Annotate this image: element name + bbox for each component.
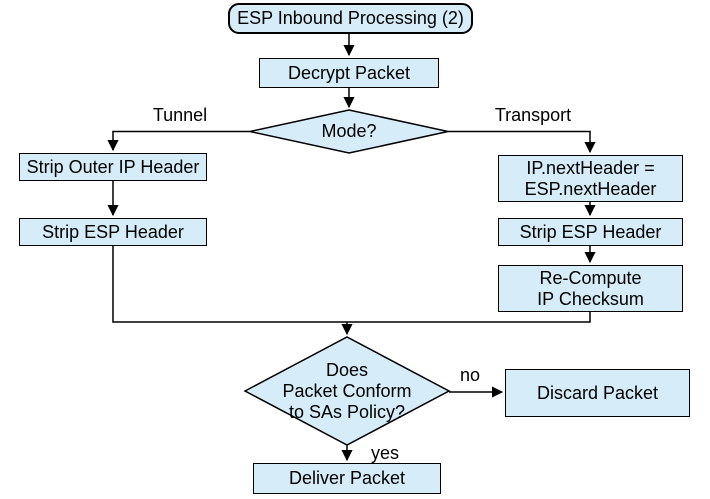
yes-edge-label: yes bbox=[370, 443, 399, 463]
strip-esp-header-transport-node: Strip ESP Header bbox=[498, 218, 683, 246]
start-node: ESP Inbound Processing (2) bbox=[228, 3, 473, 34]
deliver-packet-node: Deliver Packet bbox=[253, 463, 441, 494]
discard-packet-node: Discard Packet bbox=[505, 369, 690, 417]
edge-tunnel-merge bbox=[112, 246, 347, 323]
strip-esp-header-tunnel-node: Strip ESP Header bbox=[19, 218, 207, 246]
edge-mode-tunnel bbox=[107, 130, 250, 152]
edge-transport-merge bbox=[347, 312, 591, 323]
transport-edge-label: Transport bbox=[494, 105, 572, 125]
no-edge-label: no bbox=[459, 365, 481, 385]
decrypt-packet-node: Decrypt Packet bbox=[259, 58, 439, 88]
tunnel-edge-label: Tunnel bbox=[152, 105, 208, 125]
strip-outer-ip-header-node: Strip Outer IP Header bbox=[19, 153, 207, 181]
recompute-ip-checksum-node: Re-Compute IP Checksum bbox=[498, 265, 683, 312]
ip-nextheader-node: IP.nextHeader = ESP.nextHeader bbox=[498, 155, 683, 202]
mode-decision-label: Mode? bbox=[321, 121, 377, 141]
policy-decision-label: Does Packet Conform to SAs Policy? bbox=[282, 360, 412, 422]
edge-mode-transport bbox=[448, 130, 596, 154]
policy-decision-shape bbox=[243, 336, 451, 446]
